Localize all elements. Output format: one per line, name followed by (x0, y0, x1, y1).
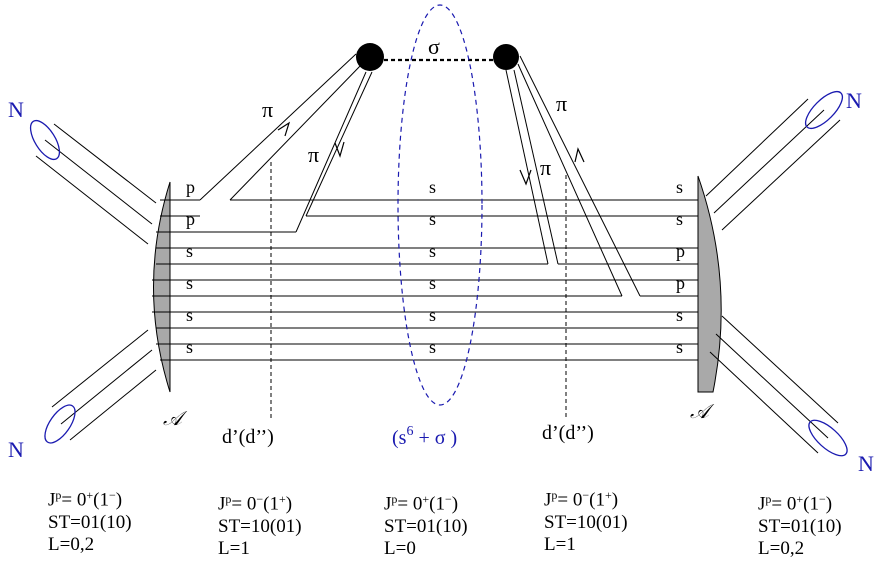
nucleon-label-upper-left: N (8, 97, 24, 122)
quantum-numbers-1: Jp= 0+(1−) ST=01(10) L=0,2 (48, 484, 132, 556)
antisym-label-left: 𝒜 (163, 408, 188, 430)
dprime-label-left: d’(d’’) (222, 426, 274, 448)
right-vertex (493, 44, 519, 70)
jp-value: Jp= 0+(1−) (384, 492, 459, 515)
pi-label-left-lower: π (308, 142, 319, 167)
quark-label: p (676, 273, 685, 293)
quark-labels-middle: s s s s s s (429, 177, 436, 357)
quark-label: s (676, 209, 683, 229)
jp-value: Jp= 0+(1−) (48, 488, 123, 511)
l-value: L=0 (384, 537, 416, 559)
st-value: ST=10(01) (544, 511, 628, 533)
jp-value: Jp= 0−(1+) (544, 488, 619, 511)
quark-label: s (429, 209, 436, 229)
quark-label: p (676, 241, 685, 261)
st-value: ST=01(10) (48, 511, 132, 533)
nucleon-tube-lower-right (709, 315, 839, 454)
quantum-numbers-3: Jp= 0+(1−) ST=01(10) L=0 (384, 488, 468, 560)
pion-lines-right (505, 55, 641, 297)
quantum-numbers-4: Jp= 0−(1+) ST=10(01) L=1 (544, 484, 628, 556)
jp-value: Jp= 0−(1+) (218, 492, 293, 515)
nucleon-label-lower-left: N (8, 437, 24, 462)
quark-label: s (186, 337, 193, 357)
quark-label: s (429, 337, 436, 357)
dprime-label-right: d’(d’’) (542, 422, 594, 444)
quantum-numbers-2: Jp= 0−(1+) ST=10(01) L=1 (218, 488, 302, 560)
pion-arrows (277, 121, 585, 186)
quark-label: s (676, 305, 683, 325)
quark-label: s (186, 273, 193, 293)
nucleon-tube-lower-left (51, 329, 157, 441)
quark-label: s (429, 305, 436, 325)
center-label: (s6 + σ ) (392, 424, 457, 449)
quark-label: s (429, 177, 436, 197)
quark-label: s (676, 177, 683, 197)
nucleon-ellipse-upper-left (29, 119, 61, 161)
quark-label: s (186, 241, 193, 261)
l-value: L=1 (218, 537, 250, 559)
l-value: L=1 (544, 533, 576, 555)
quark-label: p (186, 177, 195, 197)
nucleon-label-lower-right: N (858, 451, 874, 476)
right-antisymmetrizer (697, 175, 722, 393)
quark-labels-left: p p s s s s (186, 177, 195, 357)
antisym-label-right: 𝒜 (690, 401, 715, 423)
st-value: ST=01(10) (384, 515, 468, 537)
nucleon-tube-upper-right (705, 98, 841, 231)
quark-labels-right: s s p p s s (676, 177, 685, 357)
left-antisymmetrizer (153, 181, 171, 393)
quark-label: s (186, 305, 193, 325)
pion-lines-left (199, 53, 373, 233)
sigma-label: σ (428, 34, 440, 59)
quark-label: s (429, 273, 436, 293)
pi-label-right-upper: π (556, 91, 567, 116)
st-value: ST=01(10) (758, 515, 842, 537)
nucleon-ellipse-lower-right (808, 419, 848, 457)
l-value: L=0,2 (48, 533, 95, 555)
l-value: L=0,2 (758, 537, 805, 559)
nucleon-label-upper-right: N (846, 88, 862, 113)
quark-label: p (186, 209, 195, 229)
pi-label-left-upper: π (262, 97, 273, 122)
pi-label-right-lower: π (540, 155, 551, 180)
quark-lines (152, 199, 698, 361)
st-value: ST=10(01) (218, 515, 302, 537)
quantum-numbers-5: Jp= 0+(1−) ST=01(10) L=0,2 (758, 488, 842, 560)
nucleon-ellipse-lower-left (44, 404, 76, 444)
quark-label: s (429, 241, 436, 261)
left-vertex (356, 43, 384, 71)
nucleon-ellipse-upper-right (804, 90, 844, 130)
s6-sigma-ellipse (397, 4, 483, 406)
jp-value: Jp= 0+(1−) (758, 492, 833, 515)
quark-label: s (676, 337, 683, 357)
nucleon-tube-upper-left (35, 123, 157, 245)
